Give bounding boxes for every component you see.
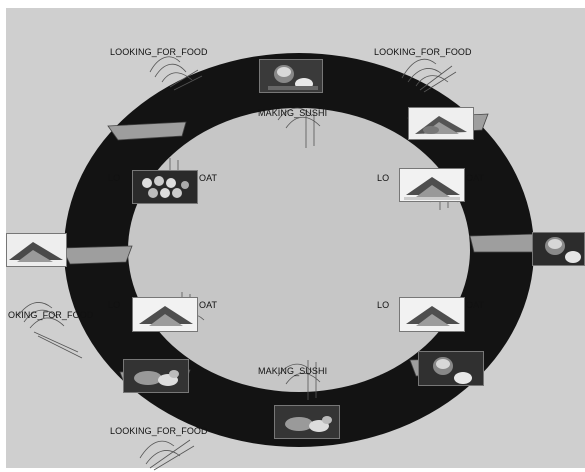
boat-icon (62, 246, 132, 264)
maki-platter-icon (133, 171, 198, 204)
sushi-plate-upper-right[interactable] (408, 107, 474, 140)
sushi-roll-plate-icon (533, 233, 585, 266)
tuna-nigiri-plate-icon (133, 298, 198, 332)
sushi-plate-inner-left-bottom[interactable] (132, 297, 198, 332)
sushi-roll-plate-icon (419, 352, 484, 386)
sushi-plate-lower-right[interactable] (418, 351, 484, 386)
sushi-plate-lower-left[interactable] (123, 359, 189, 393)
tuna-nigiri-plate-icon (400, 169, 465, 202)
shrimp-nigiri-plate-icon (124, 360, 189, 393)
sushi-plate-bottom[interactable] (274, 405, 340, 439)
sushi-plate-top[interactable] (259, 59, 323, 93)
sushi-plate-inner-right-top[interactable] (399, 168, 465, 202)
sushi-plate-inner-right-bottom[interactable] (399, 297, 465, 332)
tuna-nigiri-plate-icon (400, 298, 465, 332)
tuna-nigiri-plate-icon (7, 234, 67, 267)
sushi-roll-plate-icon (260, 60, 323, 93)
sushi-plate-far-left[interactable] (6, 233, 67, 267)
boat-icon (470, 234, 538, 252)
shrimp-nigiri-plate-icon (275, 406, 340, 439)
sushi-plate-far-right[interactable] (532, 232, 585, 266)
sushi-plate-inner-left-top[interactable] (132, 170, 198, 204)
sushi-counter-table (128, 108, 470, 392)
tuna-nigiri-plate-icon (409, 108, 474, 140)
